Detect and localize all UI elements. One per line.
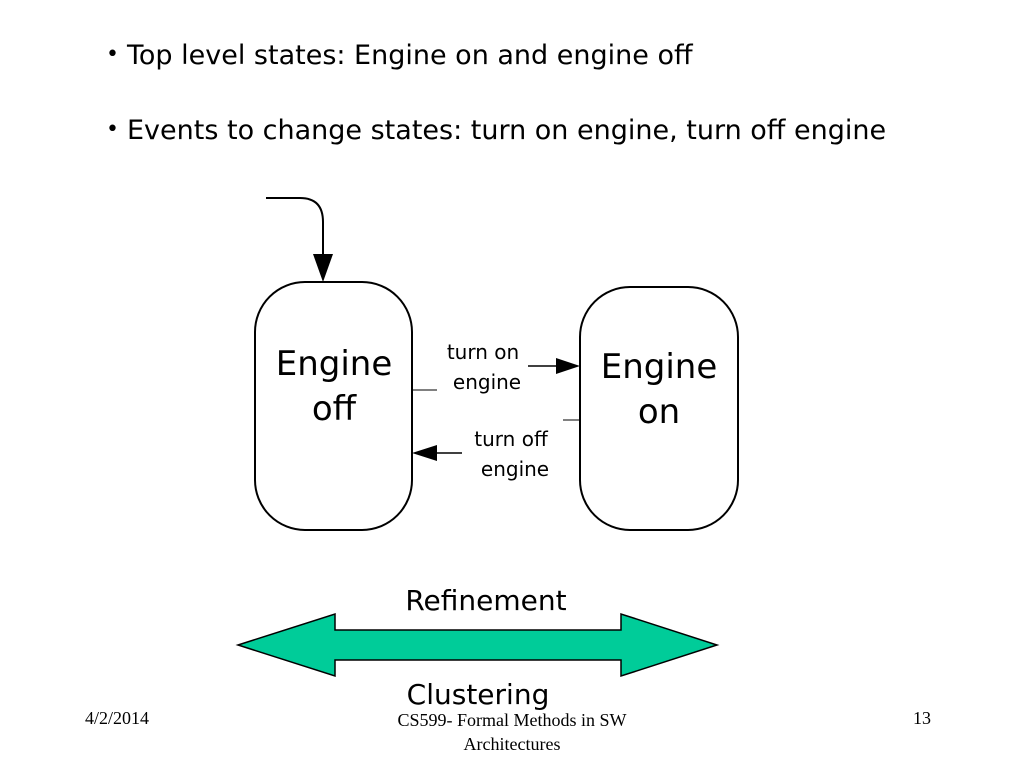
state-engine-on bbox=[579, 286, 739, 531]
footer-date: 4/2/2014 bbox=[85, 708, 150, 728]
state-engine-off-label-line2: off bbox=[312, 389, 358, 429]
clustering-label: Clustering bbox=[407, 678, 550, 711]
footer-course-line2: Architectures bbox=[463, 734, 561, 754]
state-engine-on-label-line1: Engine bbox=[601, 347, 718, 387]
refinement-label: Refinement bbox=[405, 584, 566, 617]
bullet-item: • Events to change states: turn on engine… bbox=[106, 115, 886, 146]
bullet-icon: • bbox=[106, 42, 119, 67]
initial-arrowhead bbox=[313, 254, 333, 282]
state-engine-off-label-line1: Engine bbox=[276, 344, 393, 384]
turn-off-label-line1: turn off bbox=[474, 427, 549, 451]
footer-course-line1: CS599- Formal Methods in SW bbox=[397, 710, 627, 730]
turn-on-label-line2: engine bbox=[453, 370, 521, 394]
turn-off-arrowhead bbox=[412, 445, 437, 461]
bullet-item: • Top level states: Engine on and engine … bbox=[106, 40, 693, 71]
footer-page-number: 13 bbox=[913, 708, 931, 728]
state-engine-on-label-line2: on bbox=[638, 392, 680, 432]
bullet-text: Events to change states: turn on engine,… bbox=[126, 115, 887, 146]
bullet-text: Top level states: Engine on and engine o… bbox=[126, 40, 693, 71]
initial-transition-arrow bbox=[266, 197, 324, 258]
bullet-icon: • bbox=[106, 117, 119, 142]
state-engine-off bbox=[254, 281, 413, 531]
turn-on-arrowhead bbox=[556, 358, 580, 374]
turn-on-label-line1: turn on bbox=[447, 340, 519, 364]
footer-course-title: CS599- Formal Methods in SW Architecture… bbox=[362, 708, 662, 756]
refinement-clustering-double-arrow bbox=[235, 612, 720, 678]
turn-off-label-line2: engine bbox=[481, 457, 549, 481]
